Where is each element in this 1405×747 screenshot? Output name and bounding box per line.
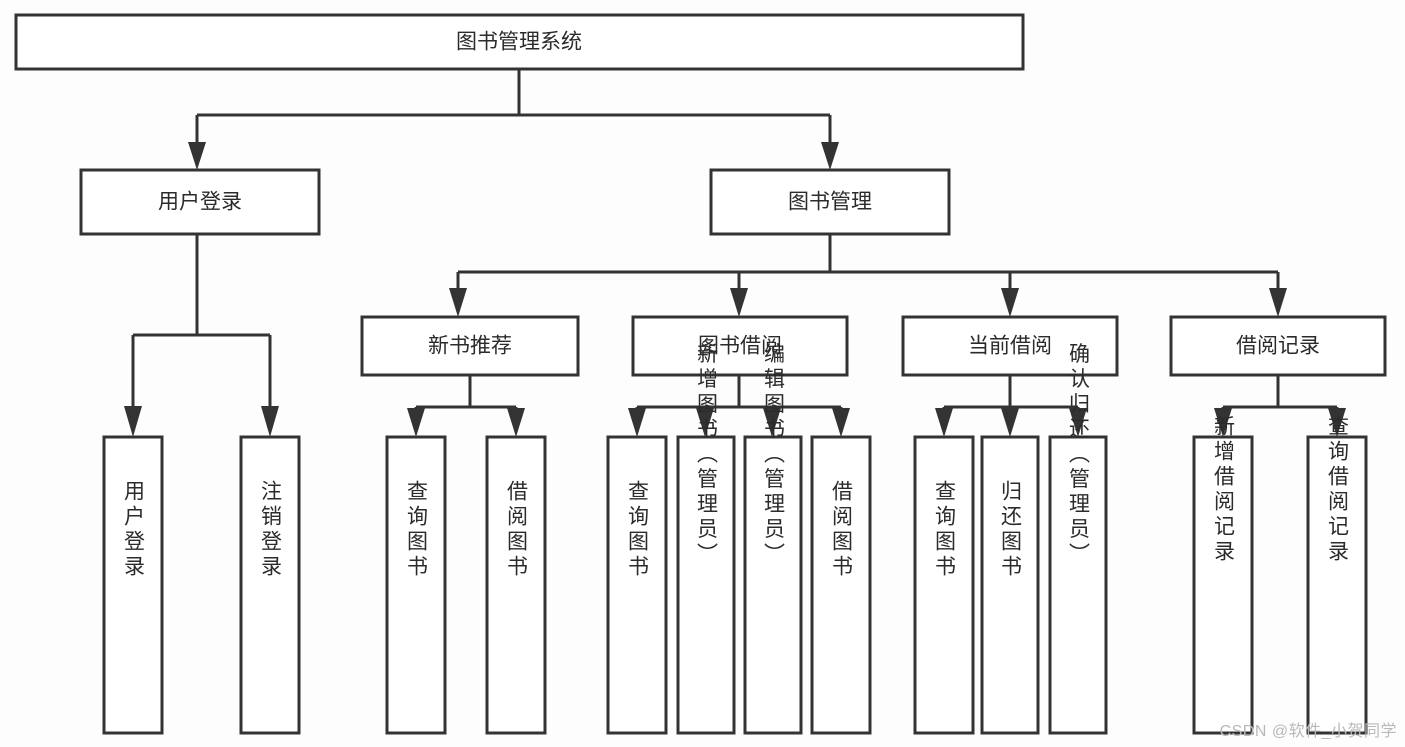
node-user-login[interactable]: 用户登录 [79, 168, 321, 236]
node-leaf-user-login-label: 用户登录 [122, 480, 146, 580]
node-current-borrow-box[interactable] [901, 315, 1119, 377]
node-borrow-record-box[interactable] [1169, 315, 1387, 377]
arrow-head-leaf-user-login [124, 406, 142, 437]
node-leaf-user-login-box[interactable] [102, 435, 164, 735]
node-leaf-edit-book[interactable]: 编辑图书（管理员） [743, 343, 803, 735]
node-leaf-borrow-book-2-box[interactable] [810, 435, 872, 735]
node-new-book-recommend-box[interactable] [360, 315, 580, 377]
node-leaf-query-record-label: 查询借阅记录 [1326, 415, 1350, 565]
node-leaf-logout[interactable]: 注销登录 [239, 435, 301, 735]
node-leaf-borrow-book-2-label: 借阅图书 [830, 480, 854, 580]
node-borrow-record[interactable]: 借阅记录 [1169, 315, 1387, 377]
node-leaf-query-book-1-box[interactable] [385, 435, 447, 735]
arrow-head-leaf-query-book-3 [935, 408, 953, 437]
arrow-head-leaf-borrow-book-1 [507, 408, 525, 437]
arrow-head-leaf-query-book-2 [628, 408, 646, 437]
node-new-book-recommend-label: 新书推荐 [428, 335, 512, 358]
node-leaf-add-book-box[interactable] [676, 435, 736, 735]
node-leaf-query-book-3-box[interactable] [913, 435, 975, 735]
arrow-head-borrow-record [1269, 288, 1287, 317]
node-leaf-confirm-return-box[interactable] [1048, 435, 1108, 735]
node-leaf-return-book-box[interactable] [980, 435, 1040, 735]
node-leaf-add-book[interactable]: 新增图书（管理员） [676, 343, 736, 735]
node-leaf-add-book-label: 新增图书（管理员） [695, 343, 719, 568]
node-leaf-confirm-return-label: 确认归还（管理员） [1067, 343, 1091, 568]
node-leaf-query-book-1[interactable]: 查询图书 [385, 435, 447, 735]
connectors-layer [124, 69, 1346, 437]
arrow-head-leaf-edit-book [763, 408, 781, 437]
arrow-head-user-login [188, 142, 206, 170]
node-new-book-recommend[interactable]: 新书推荐 [360, 315, 580, 377]
node-leaf-edit-book-box[interactable] [743, 435, 803, 735]
node-book-manage-box[interactable] [709, 168, 951, 236]
arrow-head-book-manage [821, 142, 839, 170]
node-leaf-query-book-2[interactable]: 查询图书 [606, 435, 668, 735]
node-leaf-query-book-2-box[interactable] [606, 435, 668, 735]
node-leaf-return-book[interactable]: 归还图书 [980, 435, 1040, 735]
node-current-borrow-label: 当前借阅 [968, 335, 1052, 358]
arrow-head-leaf-add-record [1214, 408, 1232, 437]
node-leaf-user-login[interactable]: 用户登录 [102, 435, 164, 735]
node-leaf-borrow-book-1-box[interactable] [485, 435, 547, 735]
node-leaf-borrow-book-1-label: 借阅图书 [505, 480, 529, 580]
node-leaf-query-book-3[interactable]: 查询图书 [913, 435, 975, 735]
arrow-head-book-borrow [730, 288, 748, 317]
arrow-head-current-borrow [1001, 288, 1019, 317]
node-root-label: 图书管理系统 [456, 31, 582, 54]
node-root[interactable]: 图书管理系统 [14, 13, 1025, 71]
node-current-borrow[interactable]: 当前借阅 [901, 315, 1119, 377]
node-user-login-label: 用户登录 [158, 191, 242, 214]
node-book-manage-label: 图书管理 [788, 191, 872, 214]
arrow-head-leaf-confirm-return [1069, 408, 1087, 437]
arrow-head-leaf-borrow-book-2 [832, 408, 850, 437]
node-leaf-query-book-1-label: 查询图书 [405, 480, 429, 580]
node-leaf-query-book-2-label: 查询图书 [626, 480, 650, 580]
arrow-head-new-book-recommend [449, 288, 467, 317]
node-leaf-borrow-book-2[interactable]: 借阅图书 [810, 435, 872, 735]
node-leaf-query-record[interactable]: 查询借阅记录 [1306, 415, 1368, 735]
node-leaf-borrow-book-1[interactable]: 借阅图书 [485, 435, 547, 735]
node-leaf-add-record[interactable]: 新增借阅记录 [1192, 415, 1254, 735]
node-leaf-logout-label: 注销登录 [259, 480, 283, 580]
node-book-borrow-box[interactable] [631, 315, 849, 377]
node-leaf-return-book-label: 归还图书 [999, 480, 1023, 580]
arrow-head-leaf-return-book [1001, 408, 1019, 437]
node-book-borrow-label: 图书借阅 [698, 335, 782, 358]
node-root-box[interactable] [14, 13, 1025, 71]
arrow-head-leaf-query-book-1 [407, 408, 425, 437]
arrow-head-leaf-query-record [1328, 408, 1346, 437]
node-book-borrow[interactable]: 图书借阅 [631, 315, 849, 377]
node-leaf-query-book-3-label: 查询图书 [933, 480, 957, 580]
node-leaf-query-record-box[interactable] [1306, 435, 1368, 735]
arrow-head-leaf-add-book [696, 408, 714, 437]
arrow-head-leaf-logout [261, 406, 279, 437]
node-leaf-confirm-return[interactable]: 确认归还（管理员） [1048, 343, 1108, 735]
node-user-login-box[interactable] [79, 168, 321, 236]
node-leaf-add-record-box[interactable] [1192, 435, 1254, 735]
node-leaf-edit-book-label: 编辑图书（管理员） [762, 343, 786, 568]
node-leaf-logout-box[interactable] [239, 435, 301, 735]
node-leaf-add-record-label: 新增借阅记录 [1212, 415, 1236, 565]
node-book-manage[interactable]: 图书管理 [709, 168, 951, 236]
node-borrow-record-label: 借阅记录 [1236, 335, 1320, 358]
